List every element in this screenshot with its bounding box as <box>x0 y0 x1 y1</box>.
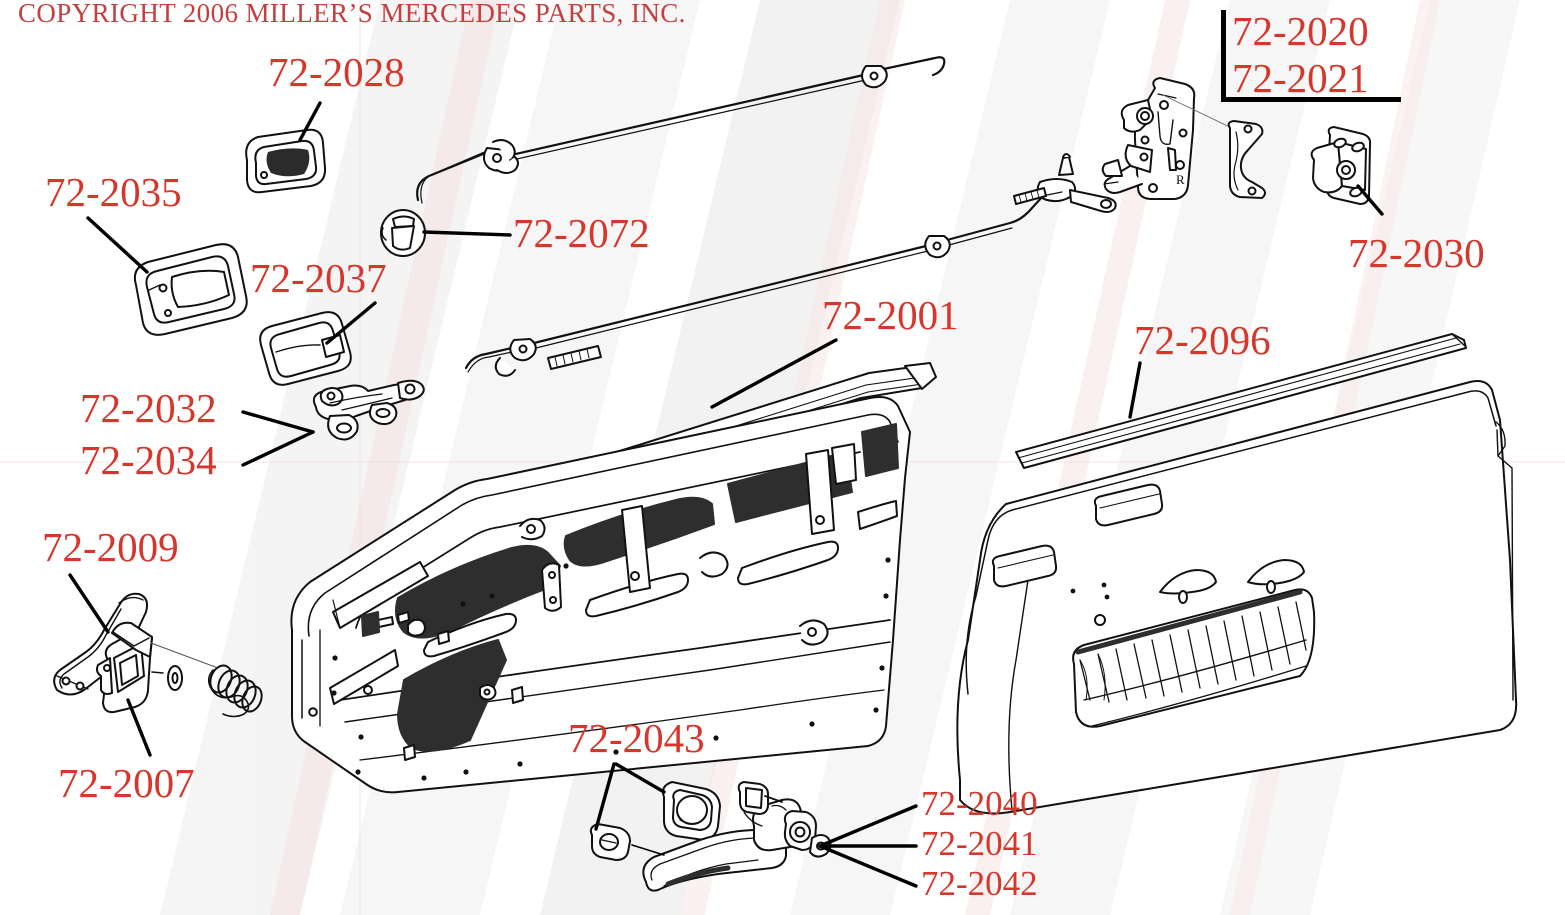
leader-72-2043-a <box>614 762 666 794</box>
part-lock-actuator-clip <box>1013 153 1117 213</box>
part-72-2020-lock-mechanism: R <box>1101 77 1237 200</box>
leader-72-2040 <box>818 804 918 848</box>
part-label-72-2096[interactable]: 72-2096 <box>1134 317 1271 363</box>
leader-lines <box>68 101 1384 888</box>
part-lock-linkage-rods <box>416 56 1045 377</box>
part-72-2072-grommet <box>380 209 426 257</box>
part-72-2037-pull-cup <box>259 311 352 386</box>
bracket-vertical-2020-2021 <box>1221 10 1226 102</box>
part-72-2028-escutcheon <box>245 128 327 194</box>
part-72-2007-hinge-bracket <box>96 621 219 714</box>
part-label-72-2043[interactable]: 72-2043 <box>568 715 705 761</box>
part-label-72-2037[interactable]: 72-2037 <box>250 255 387 301</box>
copyright-notice: COPYRIGHT 2006 MILLER’S MERCEDES PARTS, … <box>18 0 686 28</box>
part-72-2043-gaskets <box>589 781 721 861</box>
leader-72-2072 <box>422 230 512 237</box>
part-label-72-2028[interactable]: 72-2028 <box>268 49 405 95</box>
part-72-2030-hinge-bracket <box>1310 126 1372 205</box>
part-label-72-2072[interactable]: 72-2072 <box>513 210 650 256</box>
part-label-72-2032[interactable]: 72-2032 <box>80 385 217 431</box>
part-label-72-2041[interactable]: 72-2041 <box>921 824 1038 863</box>
leader-72-2030 <box>1356 184 1384 216</box>
leader-72-2043-c <box>631 844 665 856</box>
leader-72-2034 <box>241 430 315 467</box>
svg-text:R: R <box>1176 172 1185 187</box>
bracket-horizontal-2020-2021 <box>1221 97 1401 102</box>
part-label-72-2034[interactable]: 72-2034 <box>80 437 217 483</box>
part-label-72-2009[interactable]: 72-2009 <box>42 524 179 570</box>
part-label-72-2040[interactable]: 72-2040 <box>921 784 1038 823</box>
part-72-2096-belt-molding <box>1015 333 1467 469</box>
leader-72-2001 <box>710 338 838 409</box>
part-label-72-2035[interactable]: 72-2035 <box>45 169 182 215</box>
leader-72-2009 <box>68 573 110 634</box>
part-72-2032-2034-levers <box>312 379 425 441</box>
part-label-72-2007[interactable]: 72-2007 <box>58 760 195 806</box>
part-label-72-2042[interactable]: 72-2042 <box>921 864 1038 903</box>
leader-72-2042 <box>818 844 918 888</box>
leader-72-2032 <box>241 410 315 434</box>
leader-72-2096 <box>1128 361 1142 419</box>
leader-72-2037 <box>325 301 377 345</box>
part-door-trim-panel <box>956 380 1518 815</box>
part-label-72-2030[interactable]: 72-2030 <box>1348 230 1485 276</box>
part-label-72-2021[interactable]: 72-2021 <box>1232 55 1369 101</box>
leader-72-2043-b <box>594 762 616 831</box>
part-label-72-2020[interactable]: 72-2020 <box>1232 8 1369 54</box>
part-72-2035-bezel <box>133 243 248 336</box>
leader-72-2007 <box>126 698 152 757</box>
part-return-spring <box>207 664 263 718</box>
part-label-72-2001[interactable]: 72-2001 <box>822 292 959 338</box>
part-72-2001-inner-door-shell <box>290 362 937 794</box>
leader-72-2028 <box>298 101 322 142</box>
part-72-2021-striker-plate <box>1227 120 1266 199</box>
leader-72-2035 <box>86 216 149 274</box>
